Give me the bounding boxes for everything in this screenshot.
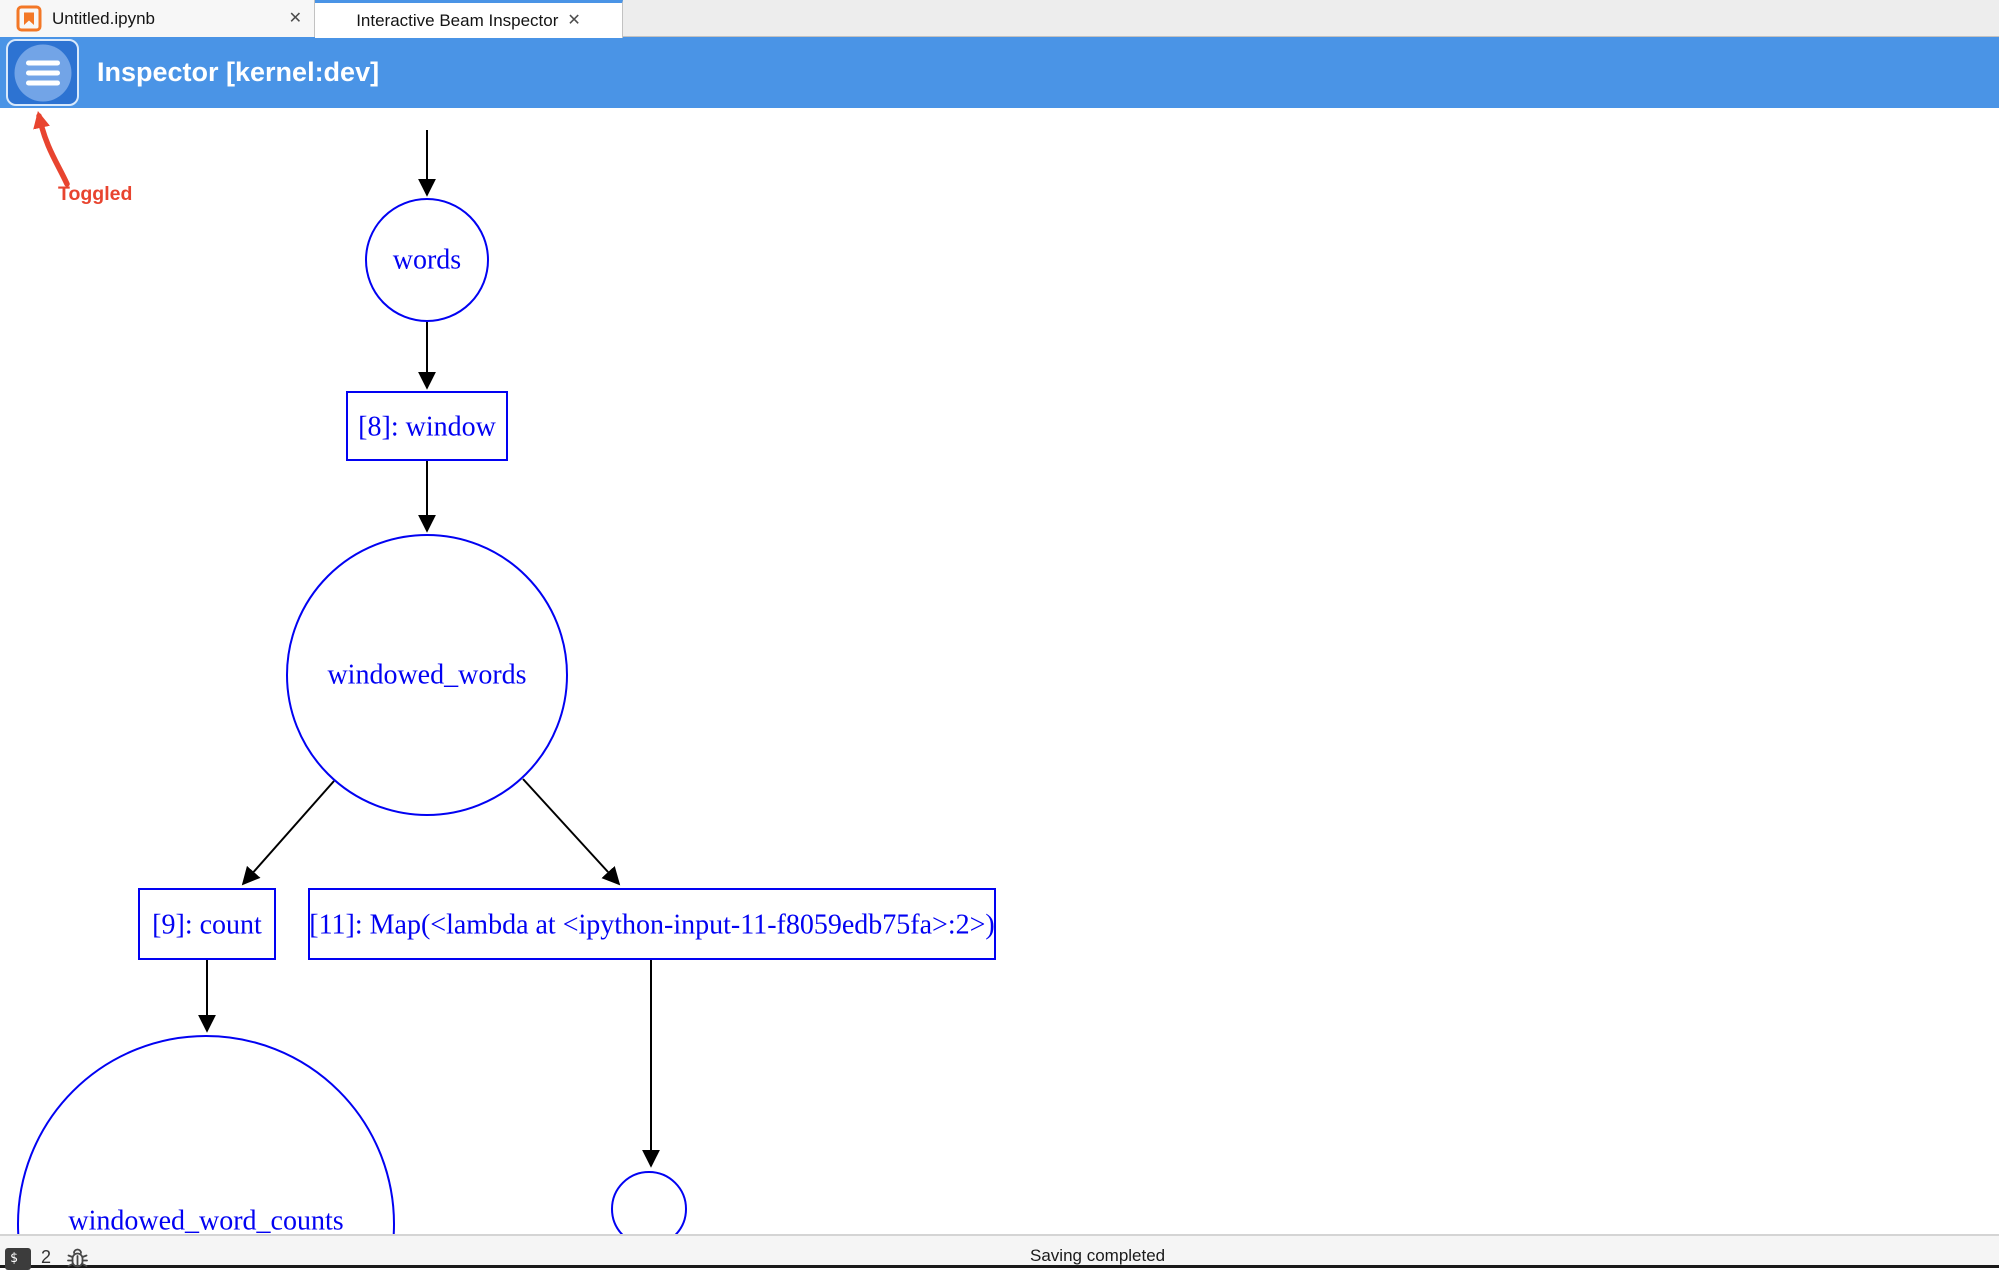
status-message: Saving completed	[1030, 1246, 1166, 1265]
node-anonymous-pcollection	[611, 1171, 687, 1234]
node-window: [8]: window	[346, 391, 508, 461]
node-words: words	[365, 198, 489, 322]
toggled-annotation-label: Toggled	[58, 183, 132, 205]
page-title: Inspector [kernel:dev]	[97, 57, 380, 87]
window-bottom-edge	[0, 1265, 1999, 1268]
notebook-icon	[16, 5, 42, 32]
node-count: [9]: count	[138, 888, 276, 960]
pipeline-graph: words [8]: window windowed_words [9]: co…	[17, 111, 996, 1235]
edge-windowed-words-to-count	[241, 780, 335, 886]
tab-label: Interactive Beam Inspector	[356, 10, 559, 30]
tab-beam-inspector[interactable]: Interactive Beam Inspector ✕	[315, 0, 623, 38]
toggle-menu-button[interactable]	[6, 39, 79, 106]
kernel-sessions-count[interactable]: 2	[41, 1247, 52, 1267]
node-window-label: [8]: window	[358, 412, 496, 443]
node-words-label: words	[393, 245, 461, 276]
node-map-label: [11]: Map(<lambda at <ipython-input-11-f…	[309, 910, 994, 941]
inspector-header: Inspector [kernel:dev]	[0, 37, 1999, 108]
terminal-sessions-icon[interactable]: $	[5, 1248, 31, 1270]
node-windowed-word-counts-label: windowed_word_counts	[68, 1206, 343, 1235]
tab-bar: Untitled.ipynb ✕ Interactive Beam Inspec…	[0, 0, 1999, 38]
debugger-bug-icon[interactable]	[66, 1247, 89, 1276]
toggled-annotation-arrow	[33, 111, 70, 187]
node-count-label: [9]: count	[152, 910, 262, 941]
hamburger-menu-icon	[25, 60, 60, 85]
close-icon[interactable]: ✕	[567, 11, 581, 29]
toggled-annotation: Toggled	[33, 111, 132, 205]
tab-label: Untitled.ipynb	[52, 8, 156, 28]
edge-windowed-words-to-map	[522, 778, 621, 886]
close-icon[interactable]: ✕	[288, 9, 302, 27]
node-windowed-words: windowed_words	[286, 534, 568, 816]
node-windowed-word-counts: windowed_word_counts	[17, 1035, 395, 1235]
node-map: [11]: Map(<lambda at <ipython-input-11-f…	[308, 888, 996, 960]
status-bar	[0, 1234, 1999, 1268]
tab-untitled-notebook[interactable]: Untitled.ipynb ✕	[0, 0, 315, 37]
node-windowed-words-label: windowed_words	[327, 660, 526, 691]
